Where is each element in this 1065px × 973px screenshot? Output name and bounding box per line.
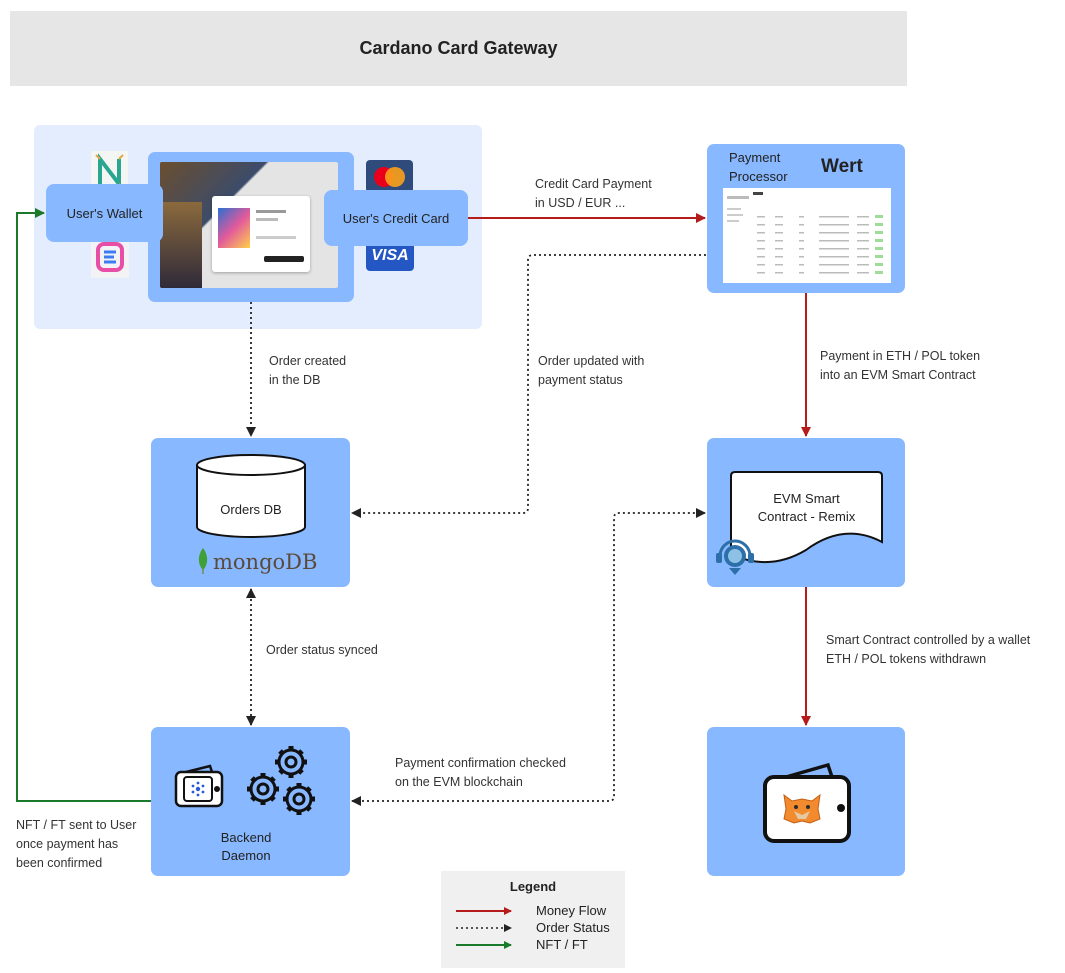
- users-credit-card-label: User's Credit Card: [342, 210, 450, 226]
- mongodb-logo-text: mongoDB: [213, 550, 318, 574]
- users-credit-card-node: User's Credit Card: [324, 190, 468, 246]
- metamask-wallet-node: [707, 727, 905, 876]
- checkout-screenshot: [160, 162, 338, 288]
- label-smart-contract-wallet: Smart Contract controlled by a wallet ET…: [826, 633, 1031, 666]
- label-order-status-synced: Order status synced: [266, 643, 378, 657]
- legend: Legend Money Flow Order Status NFT / FT: [441, 871, 625, 968]
- legend-money-flow-label: Money Flow: [536, 903, 607, 918]
- payment-processor-label: Payment Processor: [729, 150, 788, 184]
- legend-nft-label: NFT / FT: [536, 937, 588, 952]
- evm-contract-label: EVM Smart Contract - Remix: [757, 491, 856, 524]
- legend-title: Legend: [509, 879, 557, 894]
- label-payment-confirmation: Payment confirmation checked on the EVM …: [395, 756, 566, 789]
- label-order-updated: Order updated with payment status: [538, 354, 645, 387]
- wert-dashboard-screenshot: [723, 188, 891, 283]
- legend-swatches: [456, 907, 512, 949]
- label-nft-sent: NFT / FT sent to User once payment has b…: [16, 818, 137, 870]
- label-order-created: Order created in the DB: [269, 354, 347, 387]
- orders-db-label: Orders DB: [220, 501, 282, 517]
- checkout-modal: [212, 196, 310, 272]
- document-shape-icon: [729, 470, 884, 565]
- mastercard-icon: [366, 160, 413, 193]
- evm-contract-node: EVM Smart Contract - Remix: [707, 438, 905, 587]
- wert-brand-logo: Wert: [821, 156, 863, 177]
- users-wallet-node: User's Wallet: [46, 184, 163, 242]
- remix-icon: [712, 538, 758, 578]
- orders-db-node: Orders DB mongoDB: [151, 438, 350, 587]
- label-credit-card-payment: Credit Card Payment in USD / EUR ...: [535, 177, 652, 210]
- legend-order-status-label: Order Status: [536, 920, 610, 935]
- edge-nft-sent: [16, 208, 151, 802]
- eternl-wallet-icon: [91, 237, 129, 278]
- diagram-title: Cardano Card Gateway: [10, 11, 907, 86]
- cardano-wallet-icon: [174, 764, 224, 808]
- mongodb-leaf-icon: [197, 548, 209, 574]
- users-wallet-label: User's Wallet: [66, 205, 143, 221]
- payment-processor-node: Payment Processor Wert: [707, 144, 905, 293]
- backend-daemon-node: Backend Daemon: [151, 727, 350, 876]
- gears-icon: [247, 741, 321, 817]
- label-payment-eth-pol: Payment in ETH / POL token into an EVM S…: [820, 349, 981, 382]
- edge-order-updated: [351, 254, 706, 518]
- visa-logo-text: VISA: [371, 247, 408, 264]
- database-cylinder-icon: [195, 454, 307, 538]
- checkout-screenshot-frame: [148, 152, 354, 302]
- metamask-wallet-icon: [762, 759, 852, 845]
- backend-daemon-label: Backend Daemon: [220, 830, 272, 863]
